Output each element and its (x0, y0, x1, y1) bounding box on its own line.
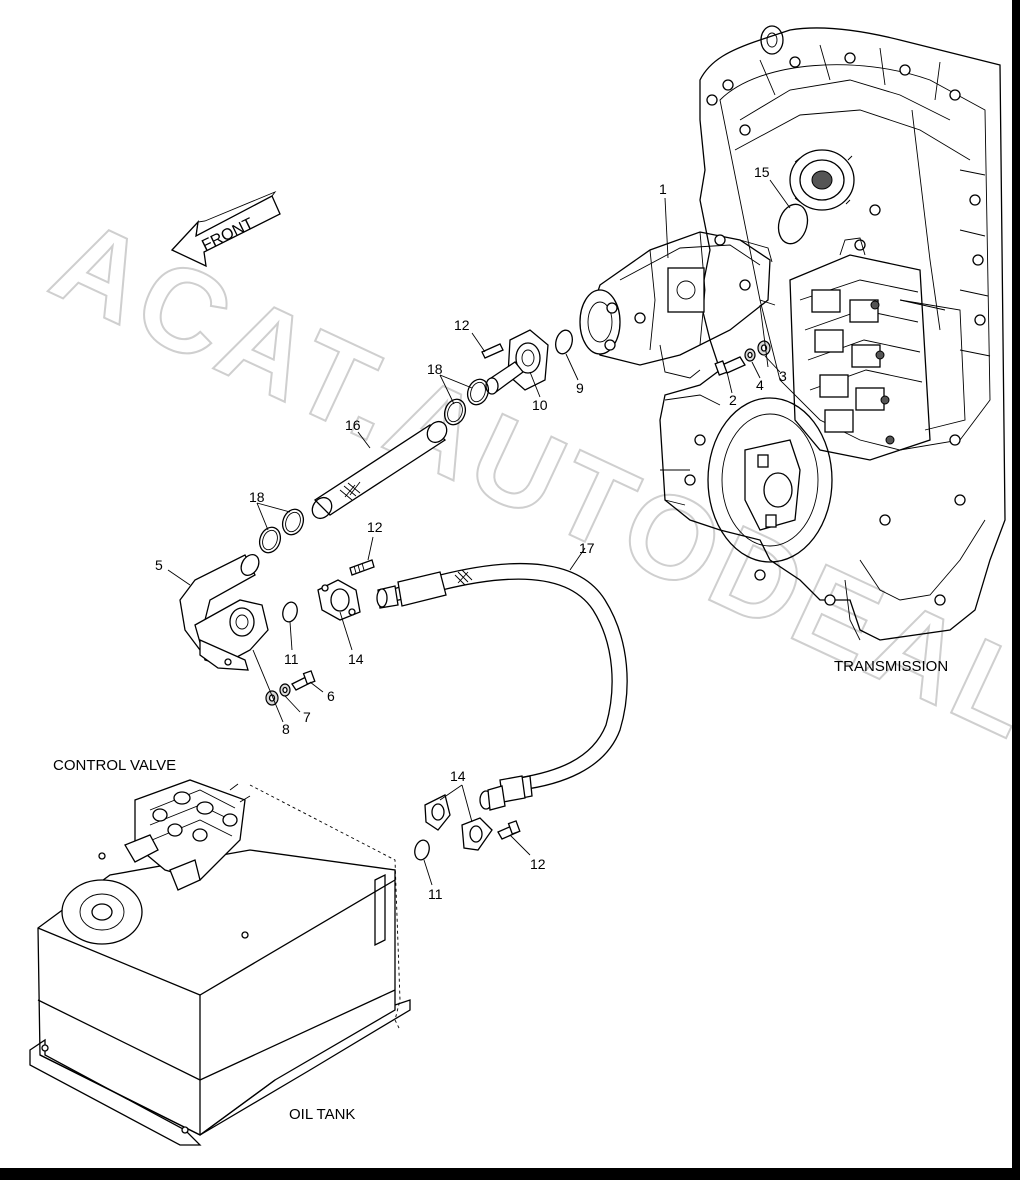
suction-hose-16 (311, 420, 448, 520)
washer-8 (265, 690, 279, 706)
transmission-caption: TRANSMISSION (834, 658, 948, 675)
part-number-labels: 1 15 2 4 3 9 10 12 18 16 18 5 12 17 11 1… (155, 164, 787, 902)
part-number-17: 17 (579, 540, 595, 556)
o-ring-15 (777, 203, 809, 245)
part-number-1: 1 (659, 181, 667, 197)
part-number-18-bottom: 18 (249, 489, 265, 505)
bolt-12-top (481, 343, 504, 359)
hose-clamp-18-upper (443, 378, 490, 426)
part-number-8: 8 (282, 721, 290, 737)
part-number-9: 9 (576, 380, 584, 396)
washer-7 (279, 683, 291, 697)
part-number-2: 2 (729, 392, 737, 408)
pump-mount-bore (707, 397, 833, 563)
part-number-7: 7 (303, 709, 311, 725)
part-number-5: 5 (155, 557, 163, 573)
washer-4 (744, 348, 756, 362)
part-number-15: 15 (754, 164, 770, 180)
bottom-border (0, 1168, 1020, 1180)
front-arrow: FRONT (170, 190, 281, 268)
assembly-captions: TRANSMISSION CONTROL VALVE OIL TANK (53, 658, 948, 1123)
suction-pipe-5 (179, 554, 269, 671)
part-number-16: 16 (345, 417, 361, 433)
flange-10 (485, 329, 549, 395)
part-number-18-top: 18 (427, 361, 443, 377)
housing-bolts (684, 52, 986, 606)
part-number-10: 10 (532, 397, 548, 413)
part-number-4: 4 (756, 377, 764, 393)
tank-control-valve (124, 779, 251, 891)
bolt-6 (291, 670, 316, 691)
washer-3 (757, 340, 771, 356)
oil-tank (29, 779, 411, 1146)
hydraulic-pump (579, 231, 776, 379)
input-shaft (789, 149, 855, 211)
part-number-12-bottom: 12 (530, 856, 546, 872)
o-ring-11-upper (282, 601, 298, 623)
right-border (1012, 0, 1020, 1180)
split-flange-14-lower (424, 794, 493, 851)
transmission-control-valve-block (789, 237, 966, 461)
leader-lines (167, 179, 791, 886)
hose-clamp-18-lower (258, 508, 305, 554)
part-number-14-top: 14 (348, 651, 364, 667)
part-number-3: 3 (779, 368, 787, 384)
pressure-hose-17 (376, 562, 628, 811)
o-ring-9 (555, 329, 573, 355)
o-ring-11-lower (414, 839, 430, 861)
bolt-2 (714, 356, 746, 376)
part-number-12-top: 12 (454, 317, 470, 333)
part-number-14-bottom: 14 (450, 768, 466, 784)
part-number-6: 6 (327, 688, 335, 704)
part-number-12-middle: 12 (367, 519, 383, 535)
split-flange-14-upper (317, 579, 361, 621)
oil-tank-caption: OIL TANK (289, 1106, 355, 1123)
control-valve-caption: CONTROL VALVE (53, 757, 176, 774)
bolt-12-middle (349, 559, 375, 576)
part-number-11-top: 11 (284, 651, 299, 667)
transmission-housing (659, 25, 1006, 641)
bolt-12-lower (497, 820, 521, 840)
part-number-11-bottom: 11 (428, 886, 443, 902)
